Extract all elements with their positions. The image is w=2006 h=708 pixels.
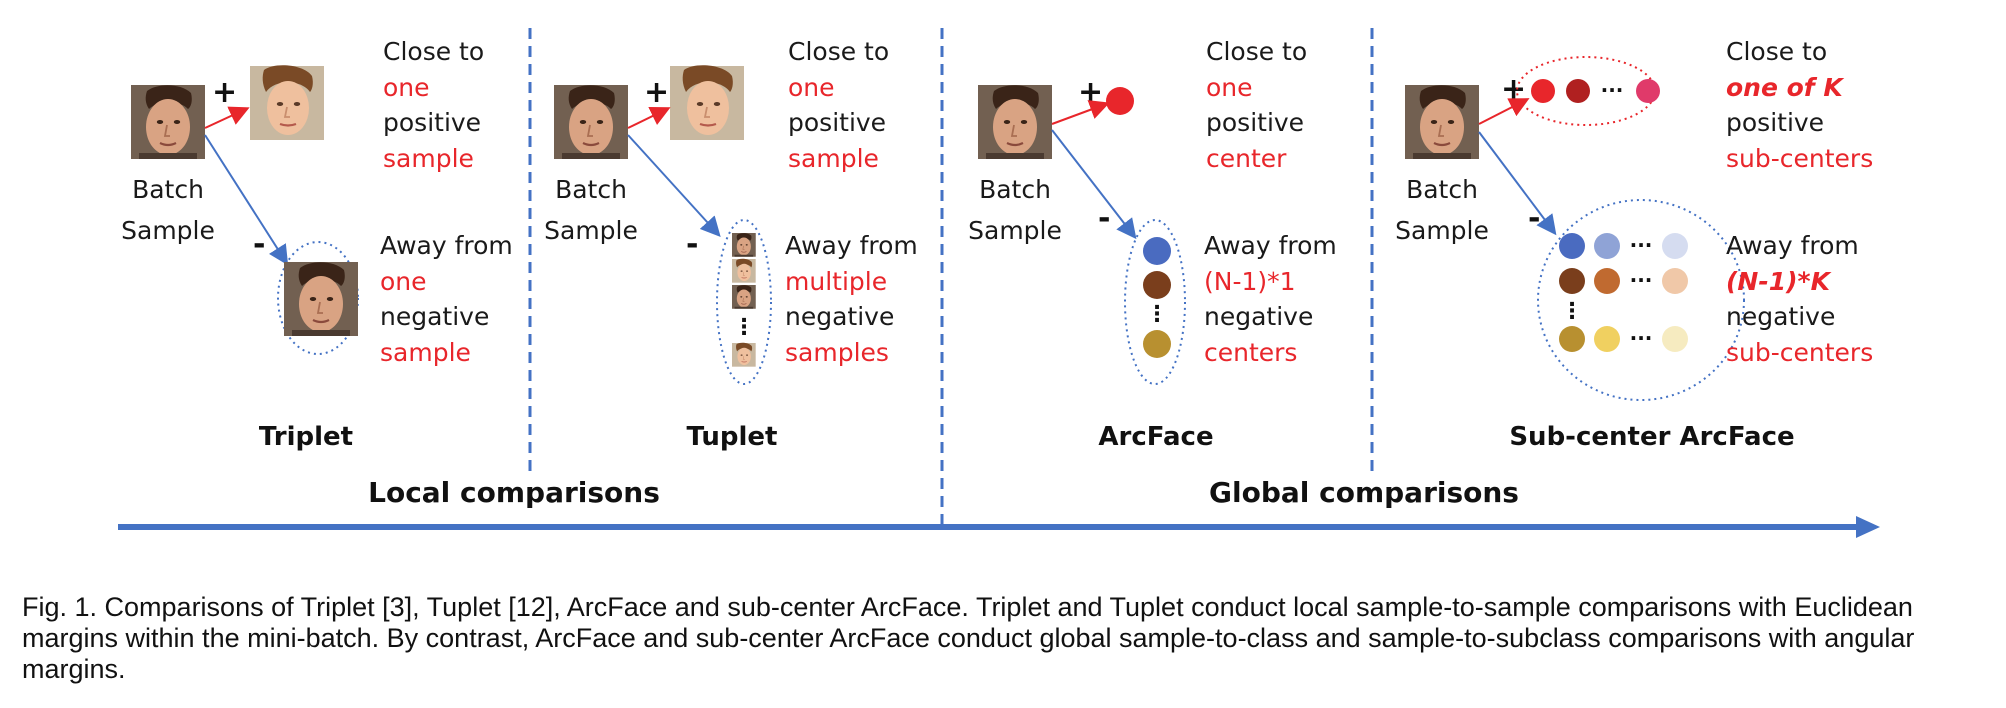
panel-triplet: Batch Sample + - Close to one positive s… xyxy=(121,37,513,452)
positive-object: sample xyxy=(788,144,879,173)
close-to-label: Close to xyxy=(1206,37,1307,66)
negative-center-dot xyxy=(1143,271,1171,299)
vertical-dots: ⋮ xyxy=(1146,302,1168,327)
negative-quantity: (N-1)*K xyxy=(1726,267,1832,296)
batch-label-line1: Batch xyxy=(555,175,627,204)
negative-label: negative xyxy=(380,302,489,331)
positive-quantity: one xyxy=(383,73,430,102)
batch-label-line2: Sample xyxy=(544,216,638,245)
section-label-global: Global comparisons xyxy=(1209,476,1519,509)
figure-caption: Fig. 1. Comparisons of Triplet [3], Tupl… xyxy=(22,592,1915,684)
horizontal-dots: ··· xyxy=(1601,78,1624,102)
panel-arcface: Batch Sample + - ⋮ Close to one positive… xyxy=(968,37,1337,452)
batch-label-line2: Sample xyxy=(1395,216,1489,245)
plus-sign: + xyxy=(1078,75,1103,110)
negative-group-ellipse xyxy=(1537,199,1745,401)
close-to-label: Close to xyxy=(788,37,889,66)
comparison-diagram: Batch Sample + - Close to one positive s… xyxy=(118,28,1880,538)
batch-sample-image xyxy=(129,83,207,161)
positive-label: positive xyxy=(1726,108,1824,137)
positive-label: positive xyxy=(383,108,481,137)
negative-label: negative xyxy=(1726,302,1835,331)
negative-object: samples xyxy=(785,338,889,367)
negative-center-dot xyxy=(1143,330,1171,358)
positive-sample-image xyxy=(668,64,746,142)
negative-label: negative xyxy=(1204,302,1313,331)
positive-center-dot xyxy=(1106,87,1134,115)
batch-sample-image xyxy=(1403,83,1481,161)
batch-label-line1: Batch xyxy=(1406,175,1478,204)
positive-sample-image xyxy=(248,64,326,142)
positive-quantity: one of K xyxy=(1726,73,1844,102)
panel-title: Triplet xyxy=(259,422,353,452)
negative-samples-stack: ⋮ xyxy=(731,232,757,368)
panel-title: ArcFace xyxy=(1098,422,1213,452)
svg-text:···: ··· xyxy=(1630,326,1653,350)
section-label-local: Local comparisons xyxy=(368,476,660,509)
close-to-label: Close to xyxy=(383,37,484,66)
positive-object: sample xyxy=(383,144,474,173)
positive-label: positive xyxy=(788,108,886,137)
panel-tuplet: Batch Sample + - ⋮ Close to one positive… xyxy=(544,37,918,452)
positive-subcenter-dot xyxy=(1636,79,1660,103)
svg-text:···: ··· xyxy=(1630,268,1653,292)
negative-group-ellipse xyxy=(716,219,772,385)
batch-sample-image xyxy=(552,83,630,161)
negative-object: sample xyxy=(380,338,471,367)
minus-sign: - xyxy=(686,227,698,262)
negative-object: sub-centers xyxy=(1726,338,1873,367)
negative-quantity: multiple xyxy=(785,267,887,296)
batch-label-line2: Sample xyxy=(121,216,215,245)
plus-sign: + xyxy=(644,75,669,110)
minus-sign: - xyxy=(253,227,265,262)
panel-title: Tuplet xyxy=(687,422,778,452)
positive-subcenter-dot xyxy=(1566,79,1590,103)
negative-label: negative xyxy=(785,302,894,331)
negative-object: centers xyxy=(1204,338,1297,367)
negative-quantity: (N-1)*1 xyxy=(1204,267,1296,296)
batch-label-line1: Batch xyxy=(132,175,204,204)
negative-sample-image xyxy=(282,260,360,338)
vertical-dots: ⋮ xyxy=(733,315,755,340)
plus-sign: + xyxy=(212,75,237,110)
panel-title: Sub-center ArcFace xyxy=(1509,422,1794,452)
away-from-label: Away from xyxy=(380,231,513,260)
positive-subcenter-dot xyxy=(1531,79,1555,103)
away-from-label: Away from xyxy=(785,231,918,260)
away-from-label: Away from xyxy=(1726,231,1859,260)
positive-object: center xyxy=(1206,144,1287,173)
batch-label-line2: Sample xyxy=(968,216,1062,245)
negative-quantity: one xyxy=(380,267,427,296)
negative-center-dot xyxy=(1143,237,1171,265)
svg-text:⋮: ⋮ xyxy=(1561,299,1583,324)
positive-quantity: one xyxy=(788,73,835,102)
negative-group-ellipse xyxy=(1124,219,1186,385)
negative-subcenter-grid: ··· ··· ⋮ ··· xyxy=(1559,233,1688,352)
minus-sign: - xyxy=(1098,201,1110,236)
close-to-label: Close to xyxy=(1726,37,1827,66)
batch-label-line1: Batch xyxy=(979,175,1051,204)
batch-sample-image xyxy=(976,83,1054,161)
panel-subcenter-arcface: Batch Sample + ··· - ··· ··· ⋮ ··· Close… xyxy=(1395,37,1873,452)
svg-text:···: ··· xyxy=(1630,233,1653,257)
positive-label: positive xyxy=(1206,108,1304,137)
away-from-label: Away from xyxy=(1204,231,1337,260)
positive-quantity: one xyxy=(1206,73,1253,102)
positive-object: sub-centers xyxy=(1726,144,1873,173)
progression-arrow xyxy=(118,516,1880,538)
